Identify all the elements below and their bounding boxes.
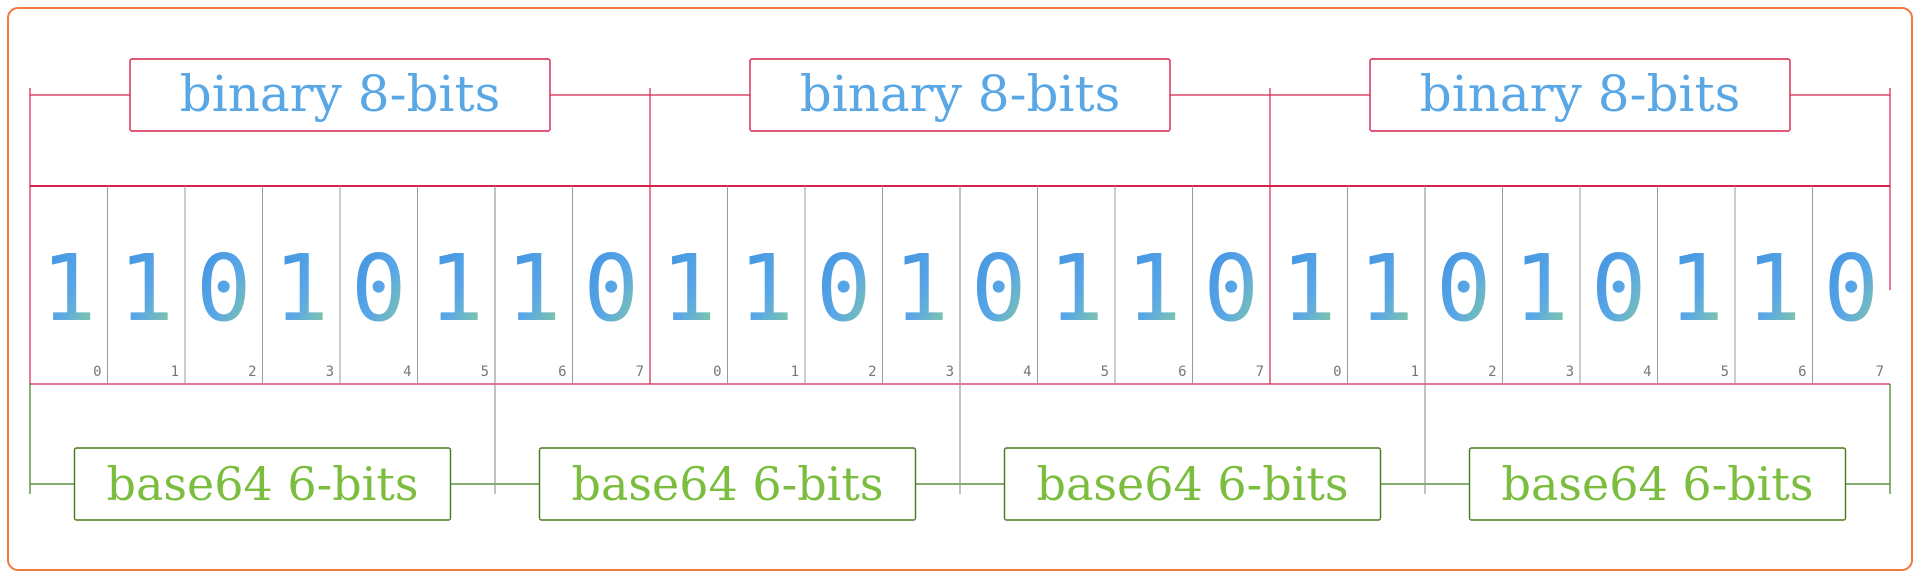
bit-cell: 10 <box>1281 235 1341 380</box>
bit-value: 0 <box>1436 235 1491 342</box>
bit-cells: 1011021304151607101102130415160710110213… <box>30 185 1890 385</box>
bit-value: 1 <box>661 235 716 342</box>
bit-value: 1 <box>739 235 794 342</box>
binary-label-box <box>749 58 1171 132</box>
base64-label-box <box>73 447 452 521</box>
bit-value: 1 <box>1359 235 1414 342</box>
bit-cell: 07 <box>572 186 644 384</box>
bit-index: 1 <box>1411 364 1419 380</box>
bit-cell: 02 <box>1424 186 1497 384</box>
bit-value: 1 <box>1049 235 1104 342</box>
binary-label: binary 8-bits <box>800 65 1121 123</box>
base64-label: base64 6-bits <box>572 457 884 511</box>
bit-value: 1 <box>894 235 949 342</box>
bit-index: 6 <box>1798 364 1806 380</box>
bit-cell: 16 <box>1734 186 1807 384</box>
bit-index: 7 <box>1876 364 1884 380</box>
bit-index: 5 <box>481 364 489 380</box>
bit-index: 6 <box>1178 364 1186 380</box>
bit-cell: 11 <box>107 186 179 384</box>
bit-value: 0 <box>196 235 251 342</box>
base64-group: base64 6-bits <box>1424 186 1891 521</box>
binary-label: binary 8-bits <box>1420 65 1741 123</box>
bit-value: 1 <box>506 235 561 342</box>
base64-group: base64 6-bits <box>29 384 495 521</box>
bit-cell: 15 <box>417 186 489 384</box>
bit-value: 1 <box>1746 235 1801 342</box>
bit-index: 2 <box>868 364 876 380</box>
binary-label-box <box>129 58 551 132</box>
bit-index: 0 <box>713 364 721 380</box>
bit-value: 1 <box>1281 235 1336 342</box>
bit-index: 3 <box>326 364 334 380</box>
bit-index: 4 <box>1643 364 1651 380</box>
bit-index: 5 <box>1721 364 1729 380</box>
bit-value: 1 <box>1126 235 1181 342</box>
bit-index: 2 <box>1488 364 1496 380</box>
bit-cell: 16 <box>1114 186 1187 384</box>
bit-index: 0 <box>93 364 101 380</box>
binary-label-box <box>1369 58 1791 132</box>
bit-value: 0 <box>1204 235 1259 342</box>
bit-cell: 15 <box>1037 186 1109 384</box>
bit-cell: 10 <box>661 235 721 380</box>
base64-label: base64 6-bits <box>1502 457 1814 511</box>
bit-cell: 07 <box>1192 186 1264 384</box>
bit-index: 4 <box>1023 364 1031 380</box>
bit-value: 0 <box>1824 235 1879 342</box>
bit-cell: 04 <box>339 186 412 384</box>
bit-index: 7 <box>636 364 644 380</box>
base64-label-box <box>538 447 917 521</box>
binary-group: binary 8-bits <box>29 58 650 384</box>
bit-cell: 10 <box>41 235 101 380</box>
bit-cell: 13 <box>262 186 334 384</box>
bit-cell: 11 <box>727 186 799 384</box>
bit-value: 0 <box>971 235 1026 342</box>
bit-value: 1 <box>429 235 484 342</box>
bit-cell: 13 <box>882 186 954 384</box>
binary-label: binary 8-bits <box>180 65 501 123</box>
base64-groups: base64 6-bits base64 6-bits base64 6-bits b… <box>29 186 1891 521</box>
bit-value: 1 <box>274 235 329 342</box>
bit-index: 5 <box>1101 364 1109 380</box>
bit-index: 1 <box>791 364 799 380</box>
bit-cell: 04 <box>1579 186 1652 384</box>
bit-cell: 02 <box>184 186 257 384</box>
bit-value: 0 <box>1591 235 1646 342</box>
bit-cell: 07 <box>1812 186 1884 384</box>
bit-index: 3 <box>946 364 954 380</box>
base64-label: base64 6-bits <box>1037 457 1349 511</box>
bit-index: 7 <box>1256 364 1264 380</box>
base64-group: base64 6-bits <box>959 186 1425 521</box>
binary-group: binary 8-bits <box>649 58 1270 384</box>
bit-cell: 16 <box>494 186 567 384</box>
bit-value: 1 <box>119 235 174 342</box>
bit-cell: 04 <box>959 186 1032 384</box>
outer-frame <box>7 7 1913 571</box>
bit-index: 0 <box>1333 364 1341 380</box>
bit-value: 0 <box>584 235 639 342</box>
bit-value: 0 <box>351 235 406 342</box>
bit-value: 1 <box>1514 235 1569 342</box>
bit-index: 6 <box>558 364 566 380</box>
bit-cell: 02 <box>804 186 877 384</box>
bit-cell: 13 <box>1502 186 1574 384</box>
bit-index: 2 <box>248 364 256 380</box>
bit-index: 4 <box>403 364 411 380</box>
bit-value: 0 <box>816 235 871 342</box>
base64-group: base64 6-bits <box>494 186 960 521</box>
bit-index: 3 <box>1566 364 1574 380</box>
base64-label-box <box>1003 447 1382 521</box>
bit-cell: 15 <box>1657 186 1729 384</box>
base64-label-box <box>1468 447 1847 521</box>
bit-value: 1 <box>41 235 96 342</box>
binary-group: binary 8-bits <box>1269 58 1891 384</box>
base64-label: base64 6-bits <box>107 457 419 511</box>
binary-groups: binary 8-bits binary 8-bits binary 8-bits <box>29 58 1891 384</box>
bit-cell: 11 <box>1347 186 1419 384</box>
bit-value: 1 <box>1669 235 1724 342</box>
bit-index: 1 <box>171 364 179 380</box>
